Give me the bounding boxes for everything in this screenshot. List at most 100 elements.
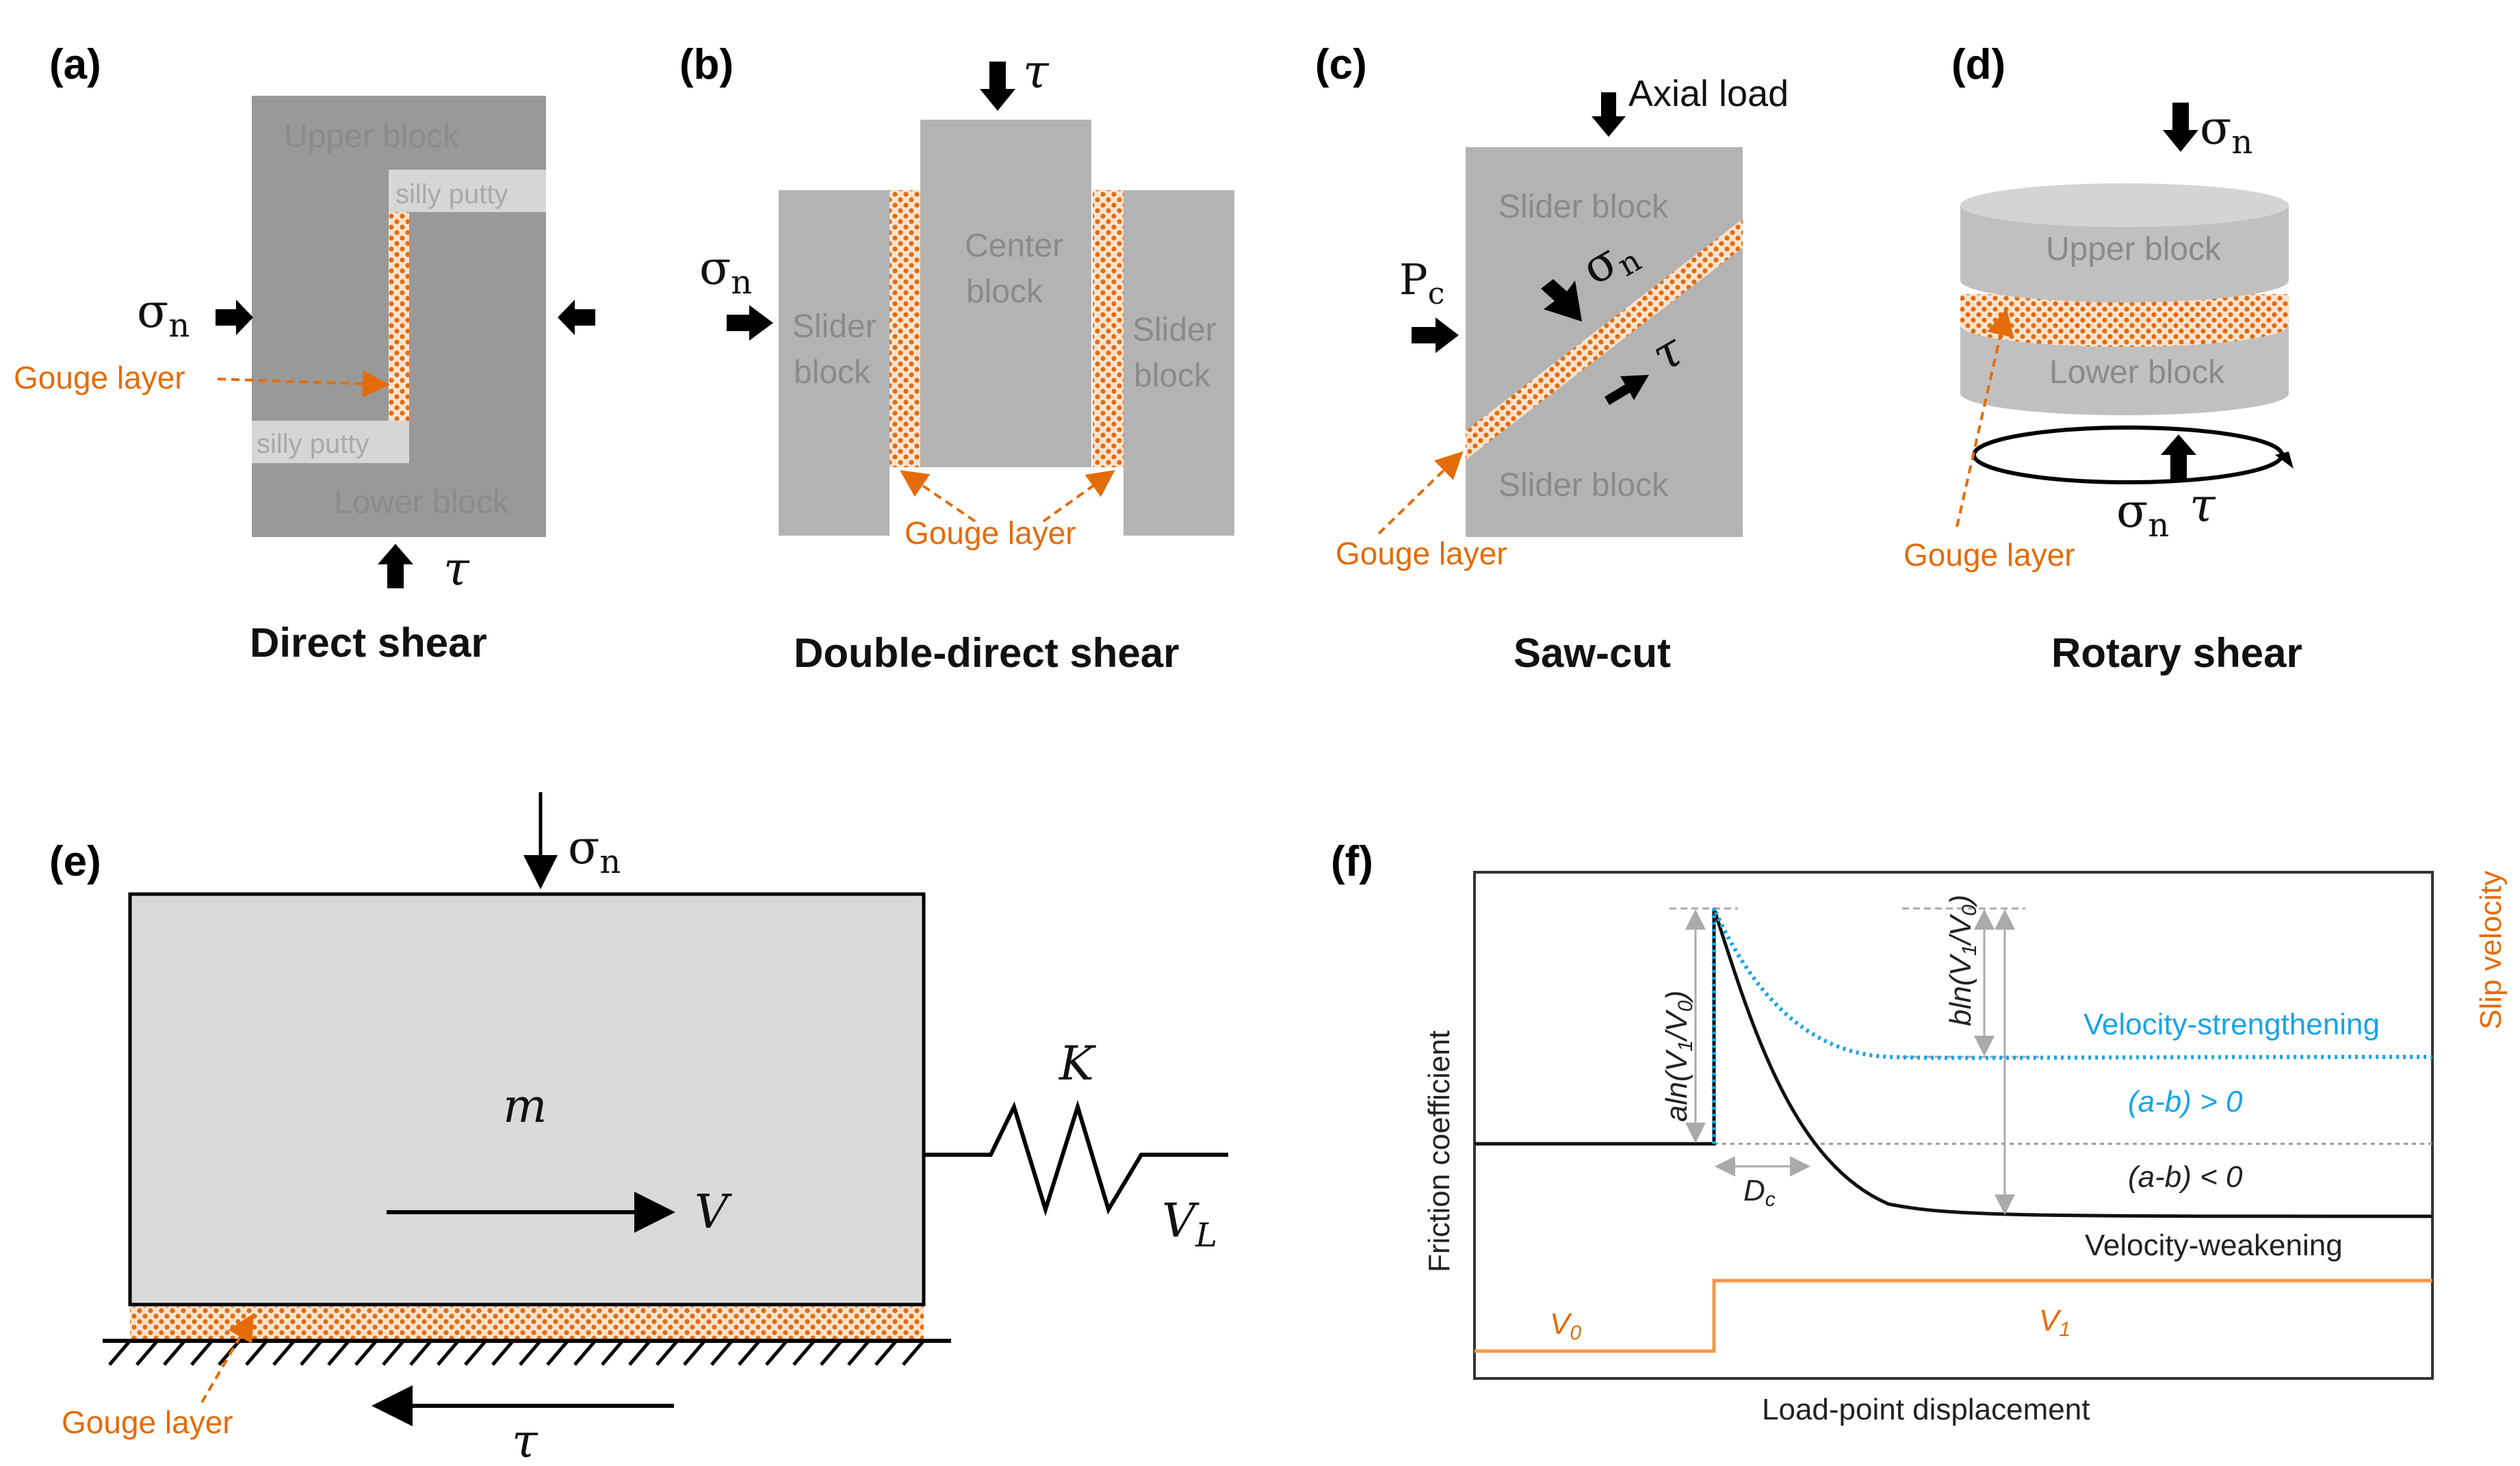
silly-putty-top-label: silly putty	[395, 179, 508, 209]
svg-text:Slip velocity: Slip velocity	[2474, 871, 2508, 1030]
panel-f-label: (f)	[1331, 838, 1373, 885]
normal-arrow-right-a	[558, 300, 595, 335]
velocity-weakening-label: Velocity-weakening	[2085, 1229, 2343, 1262]
gouge-arrow-b-right	[1042, 470, 1115, 523]
plot-frame	[1473, 871, 2434, 1380]
caption-double-direct-shear: Double-direct shear	[794, 630, 1179, 676]
caption-rotary-shear: Rotary shear	[2051, 630, 2302, 676]
gouge-layer-c	[1466, 219, 1743, 460]
tau-symbol-a: τ	[443, 542, 470, 597]
panel-c-label: (c)	[1315, 41, 1367, 88]
slider-right-label-1: Slider	[1132, 312, 1217, 348]
normal-arrow-left-a	[216, 300, 253, 335]
ab-positive-label: (a-b) > 0	[2128, 1085, 2243, 1118]
tau-symbol-e: τ	[512, 1415, 538, 1466]
panel-f: (f) Friction coefficient Slip velocity L…	[1331, 838, 2508, 1426]
rotation-ellipse	[1972, 426, 2284, 484]
spring-constant-symbol: K	[1058, 1037, 1097, 1091]
mass-symbol: m	[503, 1079, 547, 1134]
gouge-label-e: Gouge layer	[62, 1404, 233, 1440]
slider-bottom-label: Slider block	[1498, 467, 1669, 503]
panel-d: (d) Upper block Lower block σn τ σn Goug…	[1904, 41, 2302, 676]
sigma-symbol-e: σn	[568, 821, 621, 881]
ab-negative-label: (a-b) < 0	[2128, 1160, 2243, 1194]
caption-saw-cut: Saw-cut	[1514, 630, 1671, 676]
gouge-arrow-a	[217, 370, 390, 398]
sigma-symbol-d-top: σn	[2200, 101, 2252, 161]
gouge-label-d: Gouge layer	[1904, 537, 2075, 573]
y-axis-label: Friction coefficient	[1423, 1030, 1456, 1272]
gouge-label-a: Gouge layer	[14, 360, 185, 395]
svg-text:bln(V1/V0): bln(V1/V0)	[1944, 895, 1981, 1026]
gouge-layer-b-left	[889, 190, 920, 467]
upper-cylinder-top	[1960, 183, 2289, 227]
gouge-layer-b-right	[1093, 190, 1123, 467]
axial-load-label: Axial load	[1628, 73, 1789, 114]
tau-symbol-b: τ	[1023, 45, 1050, 99]
dc-label: Dc	[1743, 1174, 1776, 1211]
gouge-arrow-d	[1956, 308, 2014, 527]
v0-label: V0	[1550, 1307, 1581, 1344]
a-term-label: aln(V1/V0)	[1660, 991, 1697, 1122]
gouge-arrow-c	[1377, 451, 1464, 535]
silly-putty-bottom	[252, 421, 409, 463]
center-block	[920, 120, 1091, 467]
gouge-label-c: Gouge layer	[1336, 536, 1507, 571]
upper-cylinder-bottom	[1960, 259, 2289, 302]
lower-block-label-d: Lower block	[2049, 354, 2225, 391]
gouge-ring-bottom	[1960, 303, 2289, 347]
slider-block-right	[1123, 190, 1234, 536]
b-term-label: bln(V1/V0)	[1944, 895, 1981, 1026]
center-label-1: Center	[965, 228, 1063, 264]
velocity-symbol: V	[694, 1186, 732, 1240]
caption-direct-shear: Direct shear	[250, 620, 487, 666]
svg-text:aln(V1/V0): aln(V1/V0)	[1660, 991, 1697, 1122]
panel-c: (c) Slider block Slider block Axial load…	[1315, 41, 1789, 676]
normal-arrow-c	[1541, 279, 1582, 322]
gouge-arrow-e	[200, 1313, 255, 1404]
upper-block-label: Upper block	[284, 118, 460, 155]
v1-label: V1	[2039, 1304, 2070, 1341]
axial-load-arrow	[1592, 92, 1626, 137]
center-label-2: block	[966, 274, 1043, 310]
panel-b: (b) Center block Slider block Slider blo…	[679, 41, 1234, 676]
svg-text:Friction coefficient: Friction coefficient	[1423, 1030, 1456, 1272]
panel-b-label: (b)	[679, 41, 733, 88]
confining-arrow	[1412, 317, 1459, 353]
gouge-label-b: Gouge layer	[905, 515, 1076, 551]
panel-a: (a) Upper block Lower block silly putty …	[14, 41, 595, 666]
sigma-symbol-d-bottom: σn	[2116, 484, 2169, 545]
lower-block-label: Lower block	[334, 484, 510, 521]
slip-velocity-step	[1475, 1279, 2432, 1353]
normal-arrow-d-top	[2163, 103, 2198, 152]
shear-arrow-b	[980, 62, 1015, 111]
panel-d-label: (d)	[1951, 41, 2005, 88]
slider-top-label: Slider block	[1498, 189, 1669, 225]
velocity-strengthening-label: Velocity-strengthening	[2083, 1008, 2380, 1041]
slider-left-label-2: block	[794, 354, 871, 391]
lower-cylinder-bottom	[1960, 371, 2289, 415]
upper-block-label-d: Upper block	[2046, 231, 2222, 267]
slider-left-label-1: Slider	[792, 309, 876, 345]
y-axis-label-right: Slip velocity	[2474, 871, 2508, 1030]
spring	[924, 1099, 1228, 1217]
panel-e: (e) σn m V K VL τ Gouge layer	[49, 792, 1228, 1466]
x-axis-label: Load-point displacement	[1762, 1393, 2090, 1426]
gouge-arrow-b-left	[900, 470, 976, 523]
gouge-layer-e	[130, 1307, 924, 1339]
panel-a-label: (a)	[49, 41, 101, 88]
tau-symbol-d: τ	[2190, 479, 2216, 533]
sigma-symbol-a: σn	[137, 285, 190, 345]
normal-arrow-b	[727, 305, 773, 341]
pc-symbol: Pc	[1399, 254, 1444, 311]
shear-arrow-c	[1605, 375, 1649, 405]
sigma-symbol-b: σn	[699, 241, 752, 302]
gouge-layer-a	[389, 212, 409, 421]
load-point-velocity-symbol: VL	[1162, 1194, 1217, 1255]
sliding-mass-block	[128, 892, 926, 1307]
rotation-arrowhead	[2275, 451, 2294, 469]
silly-putty-top	[389, 170, 546, 212]
velocity-weakening-curve	[1475, 908, 2433, 1218]
normal-arrow-d-bottom	[2161, 434, 2196, 482]
